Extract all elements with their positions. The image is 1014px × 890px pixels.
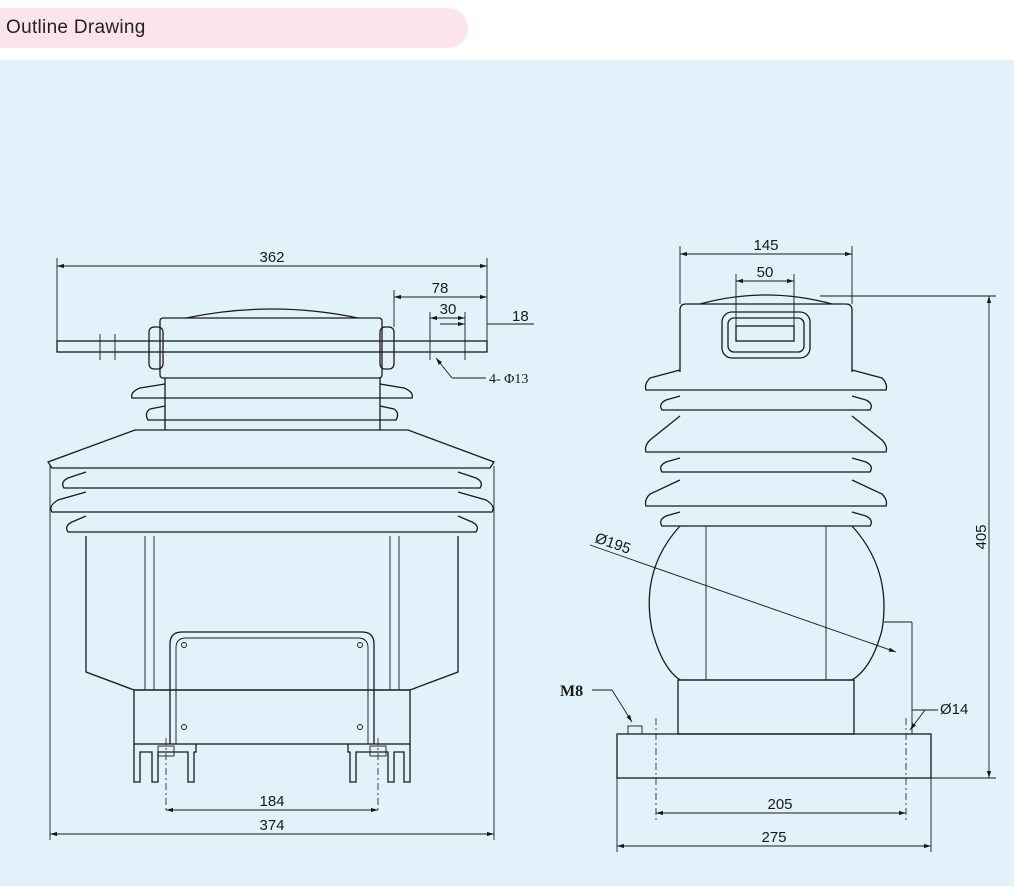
dim-275: 275 <box>761 829 786 846</box>
dim-195: Ø195 <box>593 530 633 558</box>
top-head <box>148 308 395 379</box>
side-sheds <box>644 369 888 527</box>
drawing-panel <box>0 60 1014 886</box>
dim-374: 374 <box>259 817 284 834</box>
earth-label: M8 <box>560 683 583 700</box>
dim-184: 184 <box>259 793 284 810</box>
side-base <box>616 621 932 820</box>
dim-405: 405 <box>973 524 990 549</box>
terminal-bar <box>56 334 488 360</box>
section-header: Outline Drawing <box>0 8 468 48</box>
dim-145: 145 <box>753 237 778 254</box>
side-top <box>679 294 853 372</box>
lower-body <box>85 536 459 812</box>
dim-205: 205 <box>767 796 792 813</box>
front-dimensions: 362 78 30 18 4- Φ13 184 374 <box>49 249 534 840</box>
dim-362: 362 <box>259 249 284 266</box>
dim-50: 50 <box>757 264 774 281</box>
section-title: Outline Drawing <box>6 17 146 38</box>
upper-sheds <box>131 378 413 430</box>
main-sheds <box>47 429 495 533</box>
side-bulb <box>648 525 885 735</box>
holes-label: 4- Φ13 <box>489 372 528 387</box>
front-view: 362 78 30 18 4- Φ13 184 374 <box>47 249 534 840</box>
dim-18: 18 <box>512 308 529 325</box>
dim-30: 30 <box>440 301 457 318</box>
dim-14: Ø14 <box>940 701 968 718</box>
side-view: 145 50 405 Ø195 Ø14 M8 205 275 <box>560 237 996 852</box>
dim-78: 78 <box>432 280 449 297</box>
